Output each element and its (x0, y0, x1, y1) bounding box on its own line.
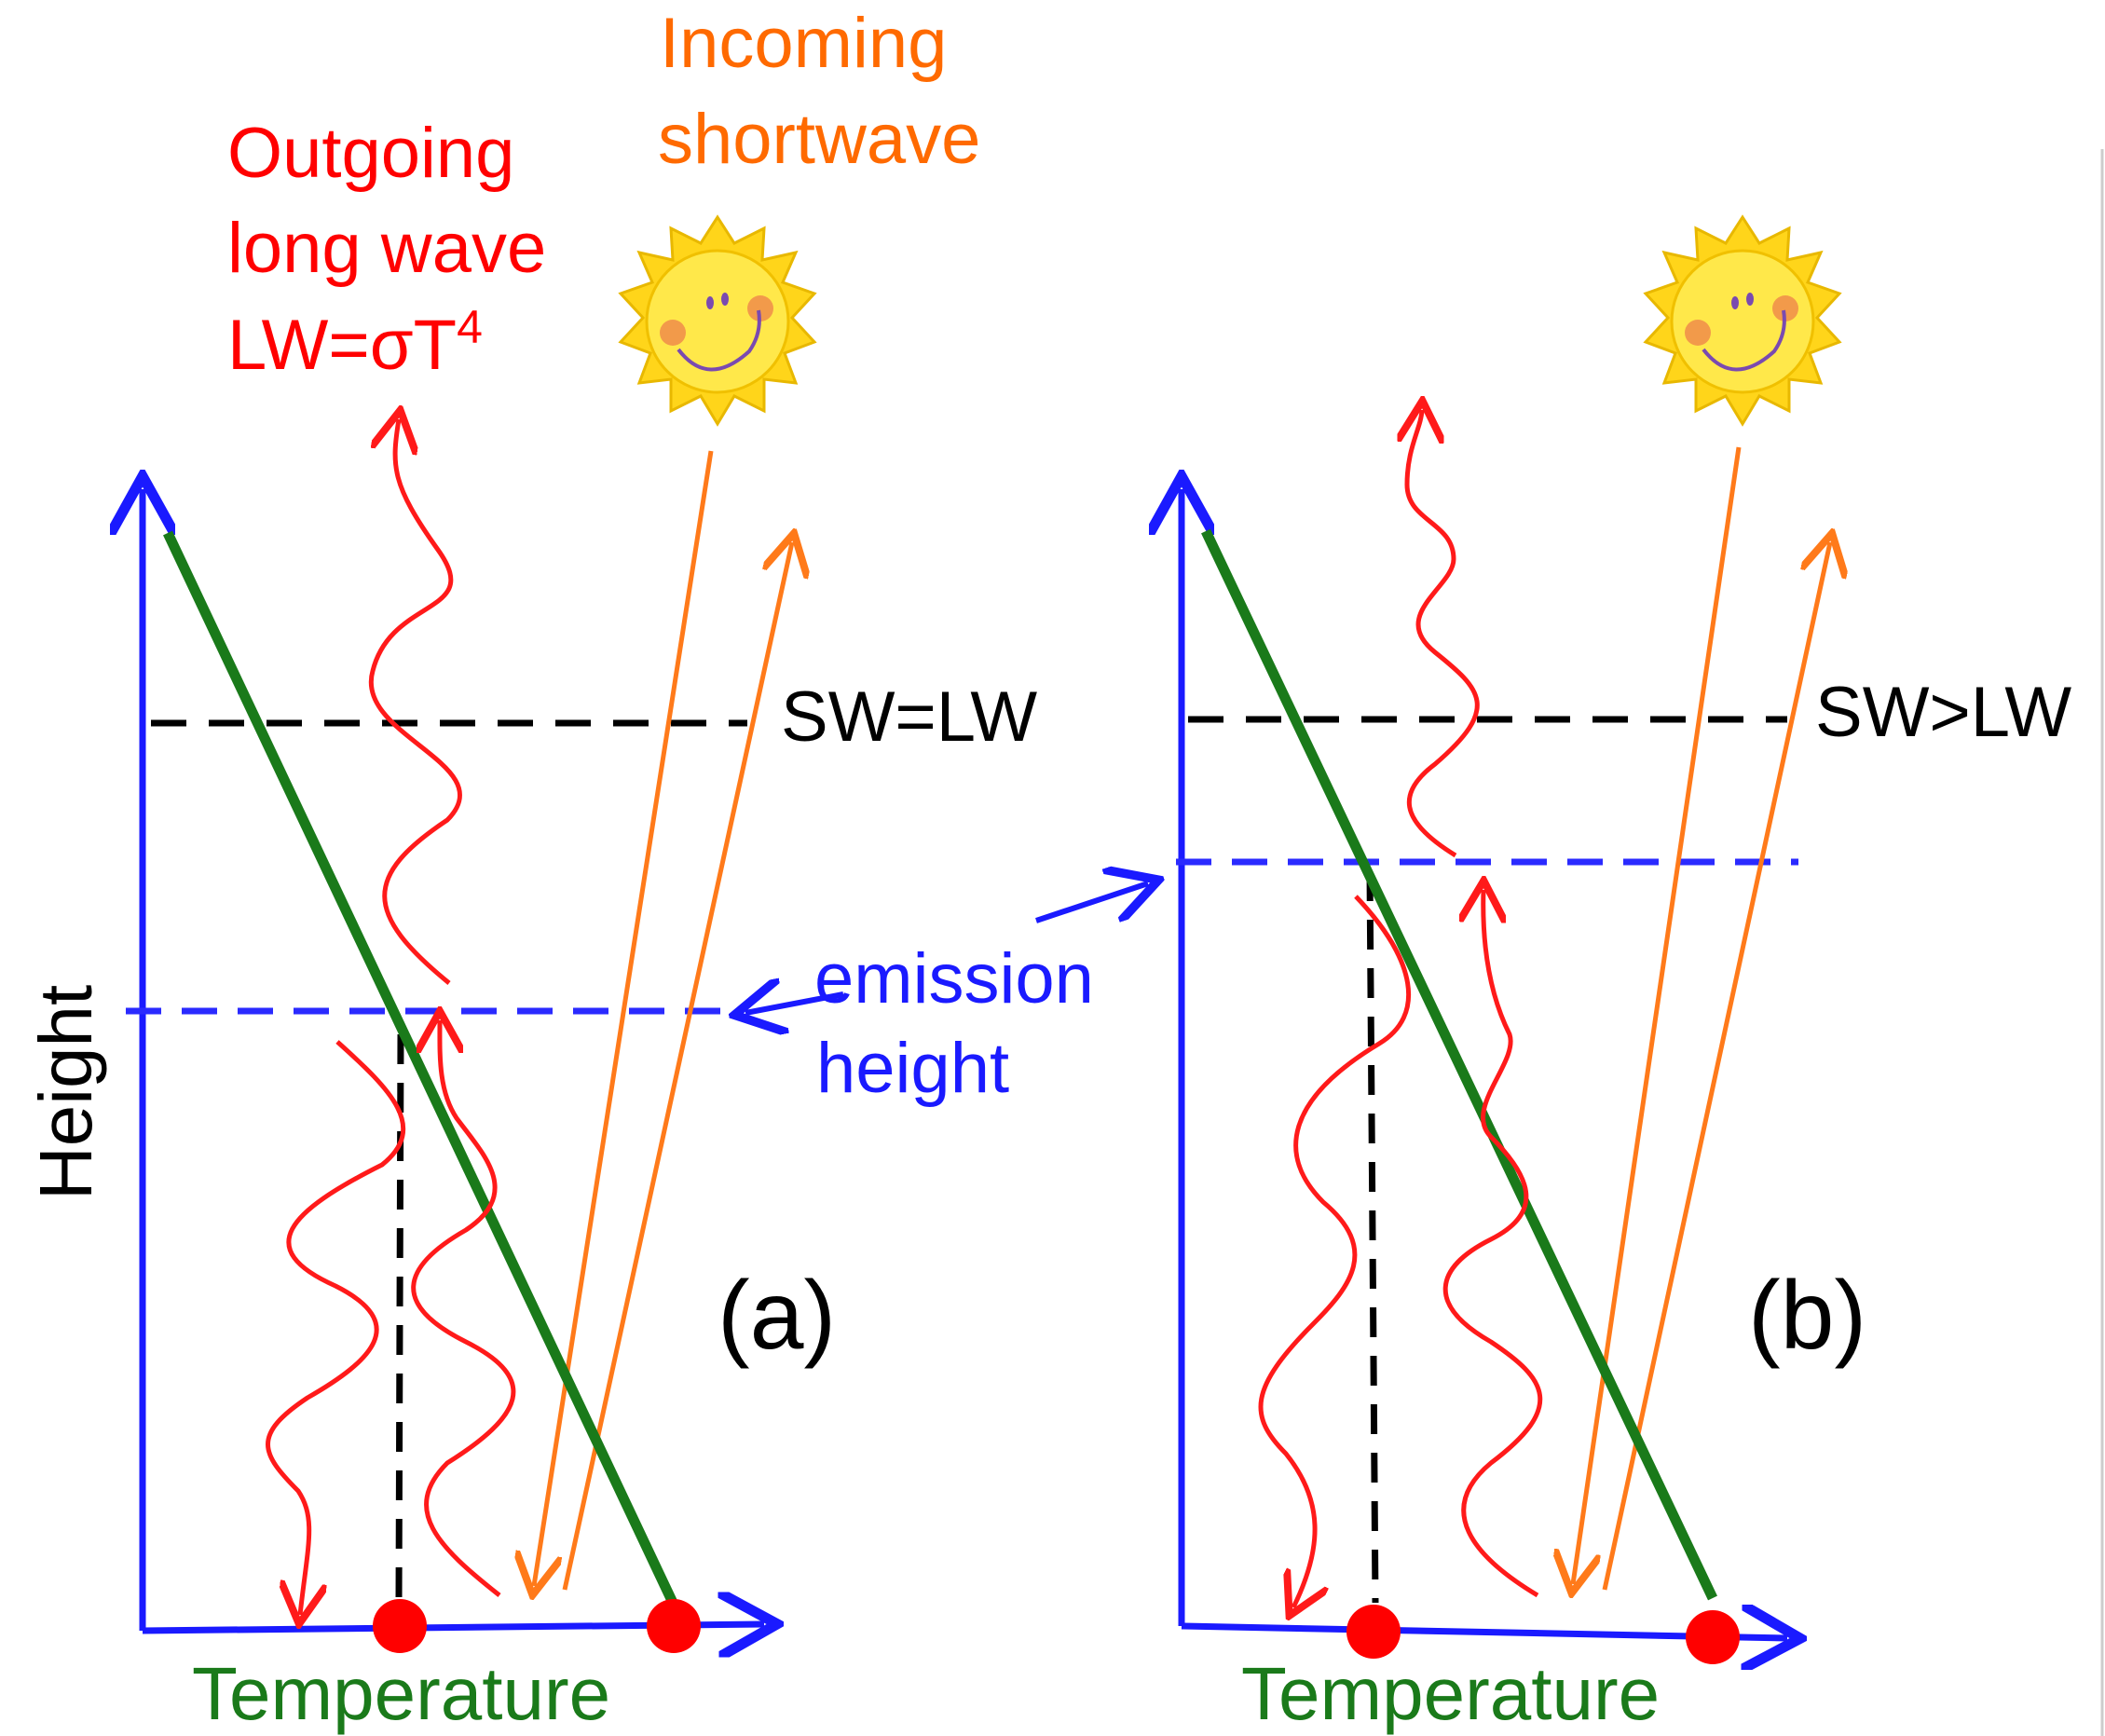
emission-label-line1: emission (814, 939, 1094, 1018)
panel-b-emission-temperature-dot (1346, 1605, 1401, 1659)
panel-a-downward-longwave (266, 1040, 406, 1615)
emission-label-line2: height (816, 1029, 1009, 1108)
panel-a-tag: (a) (718, 1262, 836, 1370)
panel-b-shortwave-up (1602, 542, 1830, 1591)
panel-b (1176, 215, 1841, 1664)
panel-b-x-axis-label: Temperature (1241, 1652, 1660, 1735)
panel-b-outgoing-longwave (1407, 410, 1480, 858)
y-axis-label: Height (24, 985, 107, 1200)
panel-b-upward-longwave (1442, 890, 1543, 1598)
incoming-label-line1: Incoming (660, 4, 947, 83)
panel-a-shortwave-down (534, 450, 714, 1586)
emission-pointer-left-arrow (745, 994, 844, 1013)
panel-b-tag: (b) (1748, 1262, 1866, 1370)
panel-b-lapse-rate (1201, 528, 1717, 1601)
incoming-label-line2: shortwave (658, 100, 980, 179)
emission-pointer-right-arrow (1035, 883, 1148, 923)
panel-a-upward-longwave (411, 1020, 516, 1597)
outgoing-label-exponent: 4 (457, 301, 483, 353)
panel-b-emission-temperature-drop (1366, 870, 1379, 1604)
panel-a-shortwave-up (562, 542, 792, 1591)
outgoing-label-line3: LW=σT4 (227, 301, 483, 385)
panel-b-surface-temperature-dot (1686, 1610, 1740, 1664)
panel-a-outgoing-longwave (368, 419, 462, 985)
panel-b-sun-icon (1644, 215, 1841, 426)
panel-a-x-axis-label: Temperature (192, 1652, 610, 1735)
panel-a-sun-icon (619, 215, 816, 426)
panel-a (126, 215, 816, 1653)
outgoing-label-line1: Outgoing (227, 114, 514, 193)
panel-a-surface-temperature-dot (647, 1599, 701, 1653)
panel-a-lapse-rate (163, 530, 678, 1607)
panel-b-balance-label: SW>LW (1815, 673, 2071, 752)
outgoing-label-line2: long wave (227, 209, 546, 288)
panel-b-downward-longwave (1258, 895, 1412, 1607)
panel-a-emission-temperature-dot (373, 1599, 427, 1653)
panel-a-balance-label: SW=LW (781, 677, 1037, 757)
panel-b-shortwave-down (1573, 446, 1742, 1584)
